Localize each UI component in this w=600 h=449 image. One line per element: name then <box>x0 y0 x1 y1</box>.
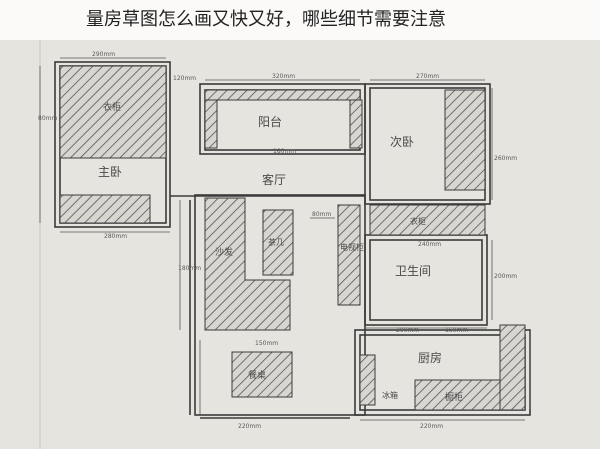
wardrobe-master <box>59 65 167 159</box>
label-wardrobe-master: 衣柜 <box>103 101 121 113</box>
image-caption: 量房草图怎么画又快又好，哪些细节需要注意 <box>0 0 600 40</box>
room-label-master: 主卧 <box>98 165 122 179</box>
tea-table <box>262 209 294 276</box>
dim-label: 290mm <box>92 51 115 58</box>
dim-label: 220mm <box>420 423 443 430</box>
furniture-hatches <box>59 65 526 411</box>
label-wardrobe-second: 衣柜 <box>410 216 426 226</box>
dim-label: 80mm <box>312 211 331 218</box>
dim-label: 270mm <box>416 73 439 80</box>
tv-cabinet <box>337 204 361 306</box>
dim-label: 200mm <box>494 273 517 280</box>
fridge <box>359 354 376 406</box>
label-tea-table: 茶几 <box>268 237 284 247</box>
balcony-right <box>349 99 363 149</box>
room-label-kitchen: 厨房 <box>418 350 442 365</box>
wardrobe-second-bottom <box>369 204 486 236</box>
dim-label: 200mm <box>396 327 419 334</box>
dim-label: 220mm <box>238 423 261 430</box>
label-tv-cabinet: 电视柜 <box>340 242 364 252</box>
balcony-strip-top <box>204 89 361 101</box>
dim-label: 180mm <box>273 148 296 155</box>
dim-label: 280mm <box>104 233 127 240</box>
dim-label: 180mm <box>178 265 201 272</box>
dim-label: 260mm <box>494 155 517 162</box>
kitchen-cabinet-bottom <box>414 379 501 411</box>
sofa-l-shape <box>204 197 291 331</box>
dim-label: 320mm <box>272 73 295 80</box>
room-label-living: 客厅 <box>262 172 286 187</box>
dimension-lines <box>39 57 531 421</box>
dim-label: 240mm <box>418 241 441 248</box>
kitchen-cabinet-right <box>499 324 526 411</box>
wardrobe-second <box>444 89 486 191</box>
dim-label: 80mm <box>38 115 57 122</box>
dim-label: 150mm <box>255 340 278 347</box>
room-label-balcony: 阳台 <box>258 114 282 129</box>
room-label-second: 次卧 <box>390 135 414 149</box>
dim-label: 150mm <box>445 327 468 334</box>
room-label-bath: 卫生间 <box>395 264 431 278</box>
dim-label: 120mm <box>173 75 196 82</box>
label-sofa: 沙发 <box>215 246 233 258</box>
bedside-master <box>59 194 151 224</box>
dining-table <box>231 351 293 398</box>
label-dining: 餐桌 <box>248 369 266 381</box>
balcony-left <box>204 99 218 149</box>
label-kitchen-cab: 橱柜 <box>445 391 463 403</box>
label-fridge: 冰箱 <box>382 390 398 400</box>
